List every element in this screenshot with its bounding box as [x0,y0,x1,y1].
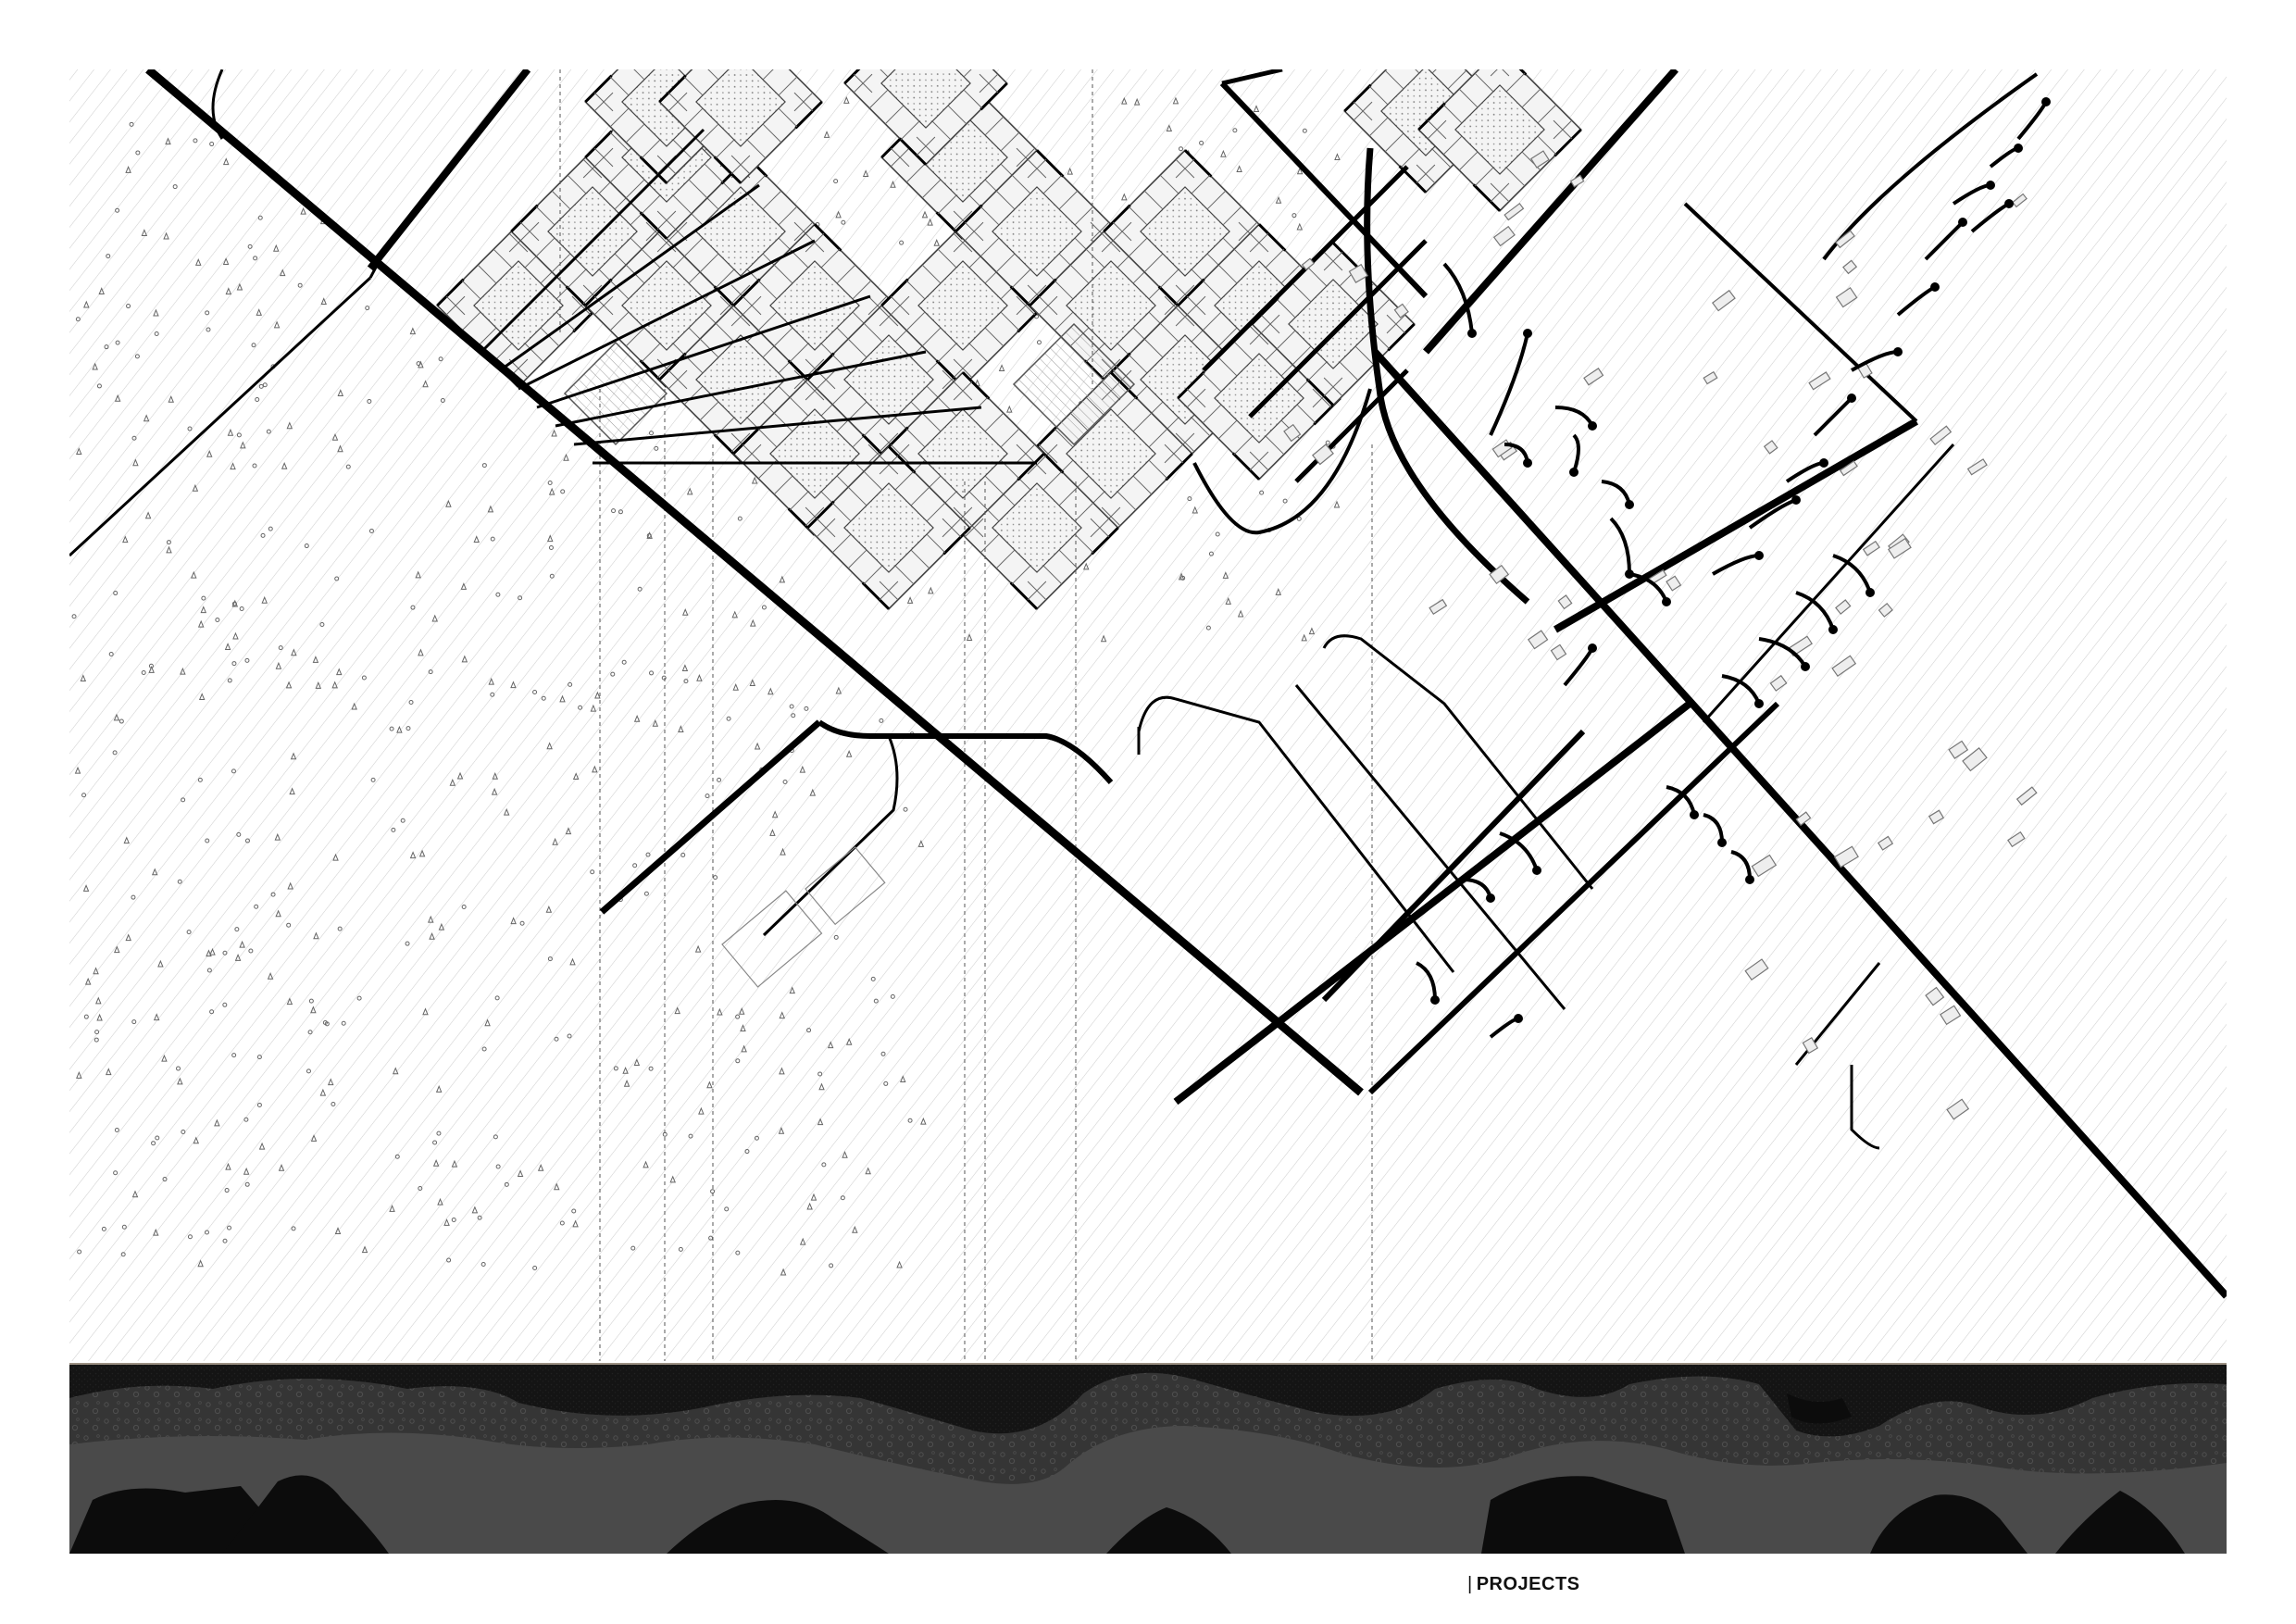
section-reference-lines [559,69,1373,1361]
main-diagonal-road [145,69,1364,1096]
service-lanes [1137,634,1594,1010]
southwest-road [599,719,822,915]
east-diagonal-road [1554,418,1918,633]
caption-label: PROJECTS [1476,1574,1580,1594]
mid-soil-layer [69,1426,2227,1554]
deep-rock-pockets [69,1393,2185,1554]
sheet-caption: |PROJECTS [1467,1574,1580,1595]
building-footprints [721,150,2038,1120]
ground-section [69,1363,2227,1554]
plan-view [69,69,2227,1361]
west-connector-road [69,276,372,557]
caption-separator: | [1467,1574,1473,1594]
cul-de-sac-branches [1416,97,2051,1039]
